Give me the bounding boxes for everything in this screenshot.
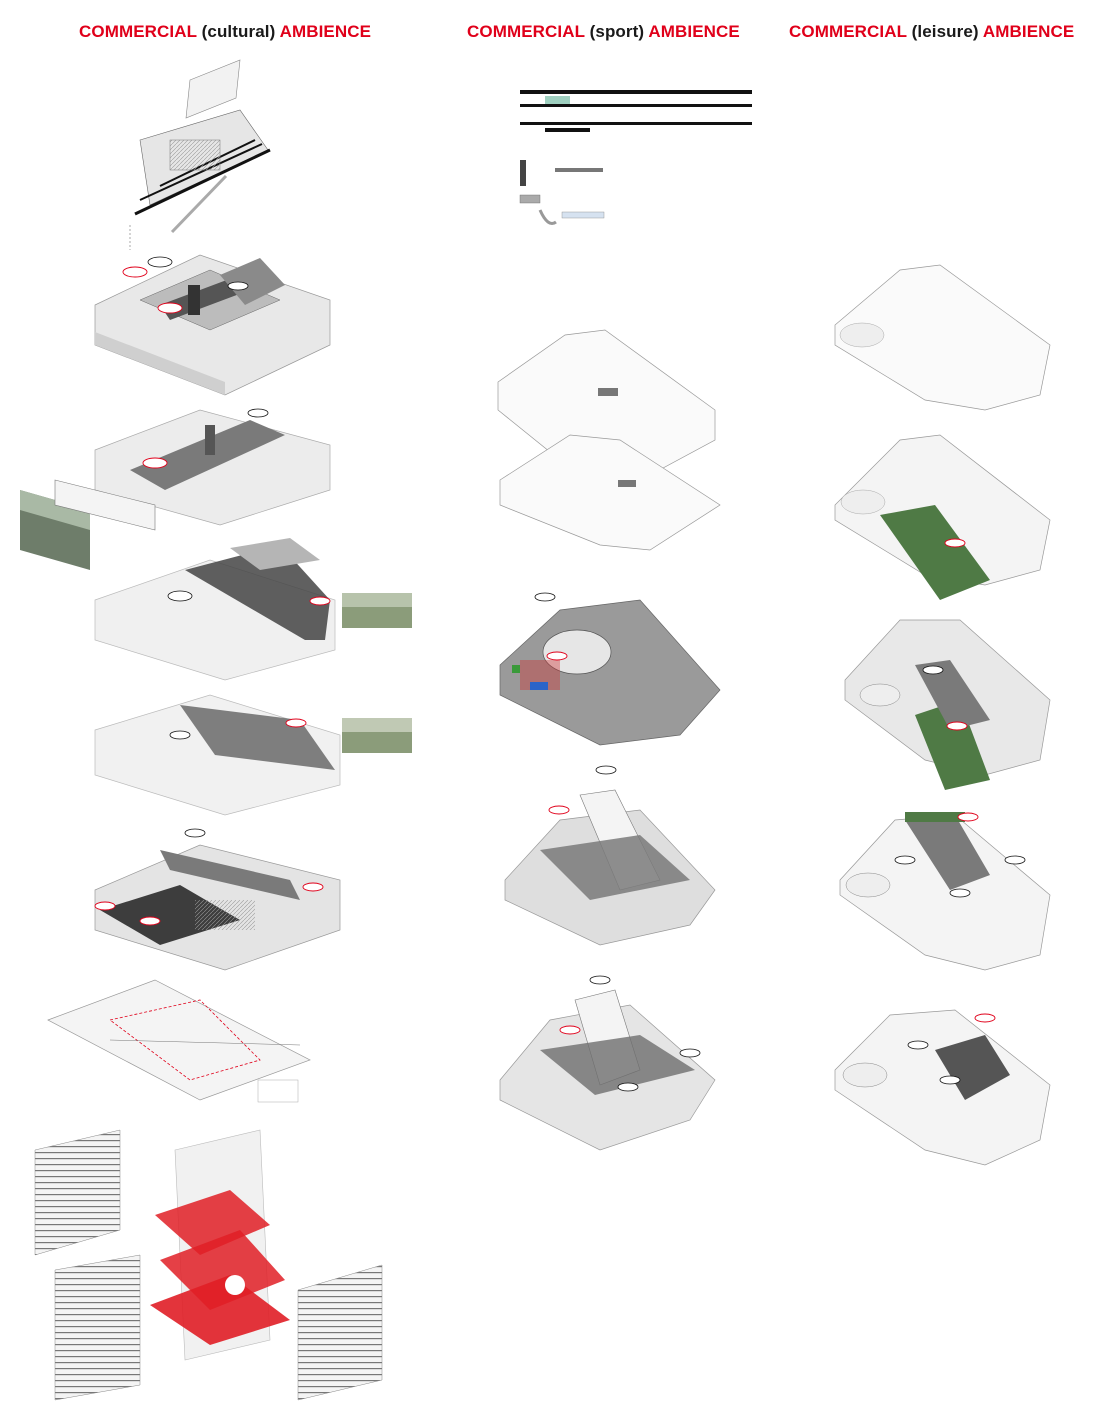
sport-section-strip bbox=[519, 90, 752, 225]
cultural-column-drawings bbox=[20, 59, 412, 1401]
leisure-column-drawings bbox=[834, 264, 1051, 1166]
cultural-level-1 bbox=[94, 254, 331, 396]
heading-leisure-suffix: AMBIENCE bbox=[982, 22, 1075, 41]
heading-sport-prefix: COMMERCIAL bbox=[467, 22, 585, 41]
leisure-level-3 bbox=[844, 619, 1051, 790]
heading-sport-qualifier: (sport) bbox=[589, 22, 645, 41]
cultural-section-strip bbox=[129, 59, 271, 250]
heading-cultural-suffix: AMBIENCE bbox=[279, 22, 372, 41]
cultural-red-volume-diagram bbox=[34, 1129, 383, 1401]
leisure-level-4 bbox=[839, 812, 1051, 971]
heading-leisure-prefix: COMMERCIAL bbox=[789, 22, 907, 41]
heading-sport: COMMERCIAL (sport) AMBIENCE bbox=[467, 22, 740, 48]
sport-level-4 bbox=[499, 975, 716, 1151]
sport-level-2 bbox=[499, 592, 721, 746]
cultural-level-4 bbox=[94, 694, 412, 816]
cultural-level-2 bbox=[20, 408, 331, 570]
heading-sport-suffix: AMBIENCE bbox=[648, 22, 740, 41]
sport-level-3 bbox=[504, 765, 716, 946]
sport-level-1 bbox=[497, 329, 721, 551]
heading-cultural: COMMERCIAL (cultural) AMBIENCE bbox=[79, 22, 371, 48]
heading-cultural-qualifier: (cultural) bbox=[201, 22, 276, 41]
heading-leisure: COMMERCIAL (leisure) AMBIENCE bbox=[789, 22, 1074, 48]
leisure-level-2 bbox=[834, 434, 1051, 600]
heading-leisure-qualifier: (leisure) bbox=[911, 22, 979, 41]
leisure-level-5 bbox=[834, 1009, 1051, 1166]
leisure-level-1 bbox=[834, 264, 1051, 411]
sport-column-drawings bbox=[497, 90, 752, 1151]
heading-cultural-prefix: COMMERCIAL bbox=[79, 22, 197, 41]
cultural-level-3 bbox=[94, 538, 412, 681]
cultural-site-plan bbox=[47, 979, 311, 1103]
cultural-level-5 bbox=[94, 828, 341, 971]
